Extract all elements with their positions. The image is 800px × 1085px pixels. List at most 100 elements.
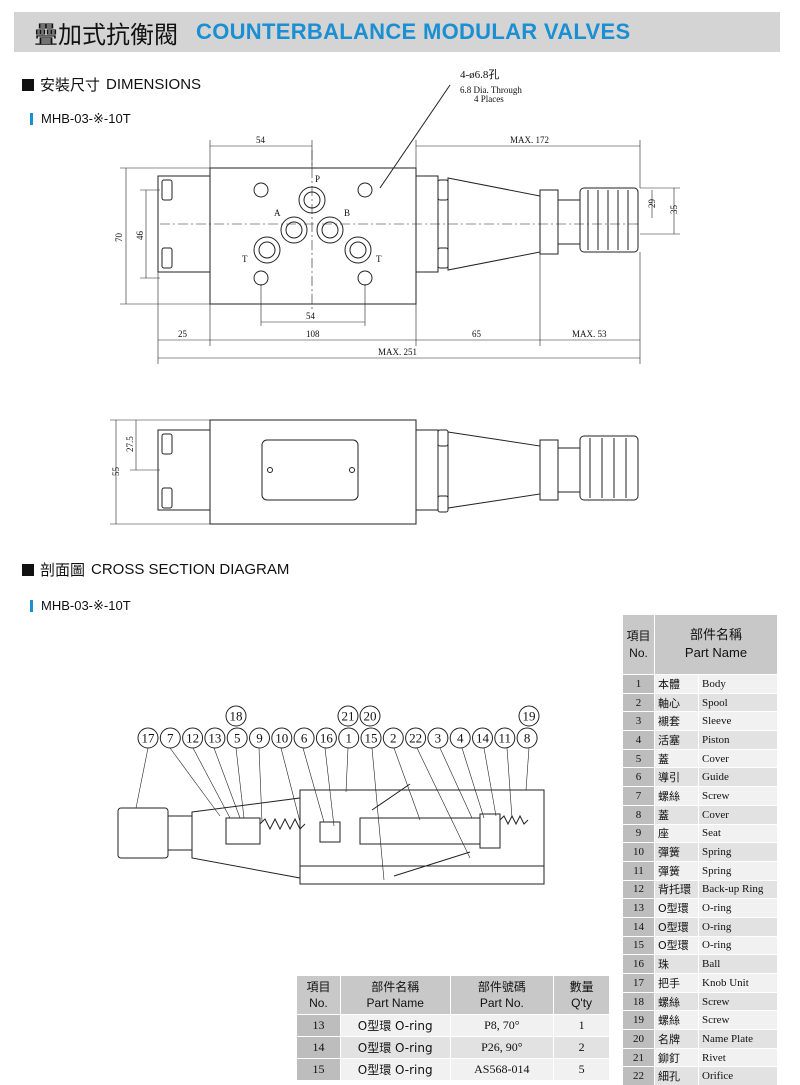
part-name-zh: 把手 (654, 973, 699, 993)
part-callout: 13 (204, 727, 226, 749)
oring-header-qty-en: Q'ty (571, 996, 593, 1011)
valve-body-outline (209, 167, 417, 305)
part-callout-number: 5 (234, 731, 241, 746)
oring-header-name-en: Part Name (366, 996, 424, 1011)
name-plate (261, 439, 359, 501)
cs-passage (371, 783, 411, 811)
port-label-b: B (344, 208, 350, 218)
part-name-en: Seat (698, 823, 778, 844)
part-callout: 14 (472, 727, 493, 749)
cs-taper (191, 797, 301, 879)
part-no: 17 (622, 973, 655, 993)
oring-name: O型環 O-ring (339, 1058, 451, 1082)
mount-hole (253, 182, 269, 198)
hole-leader-line (379, 84, 451, 189)
dim-54-bottom: 54 (306, 311, 316, 321)
part-no: 8 (622, 804, 655, 825)
blue-bar-icon (30, 113, 33, 125)
part-callout: 8 (516, 727, 538, 749)
part-no: 13 (622, 898, 655, 918)
cross-section-model-label: MHB-03-※-10T (30, 598, 131, 614)
cs-spool (359, 817, 481, 845)
part-callout-number: 3 (435, 731, 442, 746)
oring-name: O型環 O-ring (339, 1014, 451, 1038)
part-name-en: Spring (698, 842, 778, 862)
parts-header-name-en: Part Name (684, 645, 748, 660)
part-name-zh: 襯套 (654, 711, 699, 732)
part-callout: 6 (293, 727, 315, 749)
part-callout: 4 (449, 727, 471, 749)
part-callout: 15 (360, 727, 382, 749)
port-t-left (253, 236, 281, 264)
part-name-en: Cover (698, 748, 778, 769)
dim-54-top: 54 (256, 135, 266, 145)
part-no: 2 (622, 692, 655, 713)
oring-header-pn-en: Part No. (479, 996, 524, 1011)
part-callout: 7 (159, 727, 181, 749)
dim-65: 65 (472, 329, 482, 339)
part-callout-number: 14 (476, 731, 490, 746)
knob-scale (557, 199, 581, 245)
oring-part-no: AS568-014 (449, 1058, 555, 1082)
part-callout-number: 12 (186, 731, 199, 746)
dimensions-model-label: MHB-03-※-10T (30, 111, 131, 127)
port-label-p: P (315, 174, 320, 184)
part-name-zh: 名牌 (654, 1029, 699, 1049)
part-callout: 2 (382, 727, 404, 749)
dim-46: 46 (135, 231, 145, 241)
part-callout-number: 7 (167, 731, 174, 746)
oring-table: 項目 No. 部件名稱 Part Name 部件號碼 Part No. 數量 Q… (296, 974, 610, 1082)
part-name-zh: 蓋 (654, 748, 699, 769)
cross-section-heading-en: CROSS SECTION DIAGRAM (91, 561, 290, 578)
part-name-zh: 軸心 (654, 692, 699, 713)
part-callout-number: 20 (364, 709, 377, 724)
square-bullet-icon (22, 78, 34, 91)
part-no: 20 (622, 1029, 655, 1049)
part-callout: 9 (249, 727, 270, 749)
oring-header-name-zh: 部件名稱 (371, 980, 420, 994)
part-no: 3 (622, 711, 655, 732)
top-view-drawing: 4-ø6.8孔 6.8 Dia. Through 4 Places P A B … (114, 68, 680, 364)
part-name-en: Back-up Ring (698, 879, 778, 900)
side-knob-nut (539, 439, 559, 501)
part-name-en: Spring (698, 860, 778, 881)
oring-no: 14 (296, 1036, 341, 1060)
part-no: 19 (622, 1010, 655, 1031)
part-callout: 19 (518, 705, 540, 727)
side-left-cover (157, 429, 211, 511)
part-name-zh: O型環 (654, 935, 699, 956)
parts-header-no-en: No. (629, 645, 648, 660)
side-taper (447, 431, 541, 509)
cs-body (299, 789, 545, 885)
left-cover-tab (161, 179, 173, 201)
oring-header-qty-zh: 數量 (569, 980, 594, 994)
part-name-en: Rivet (698, 1047, 778, 1068)
part-callout-number: 22 (409, 731, 422, 746)
part-callout: 21 (337, 705, 359, 727)
cs-spring-right (499, 814, 529, 826)
part-name-en: Piston (698, 730, 778, 750)
part-name-zh: 螺絲 (654, 1010, 699, 1031)
part-name-zh: 細孔 (654, 1066, 699, 1085)
mount-hole (357, 182, 373, 198)
cs-guide (319, 821, 341, 843)
hole-note-zh: 4-ø6.8孔 (460, 68, 499, 81)
part-name-en: Name Plate (698, 1029, 778, 1049)
oring-header-no: 項目 No. (296, 974, 341, 1016)
part-callout-number: 21 (342, 709, 355, 724)
part-callout-number: 6 (301, 731, 308, 746)
part-name-en: Screw (698, 1010, 778, 1031)
part-name-en: Spool (698, 692, 778, 713)
